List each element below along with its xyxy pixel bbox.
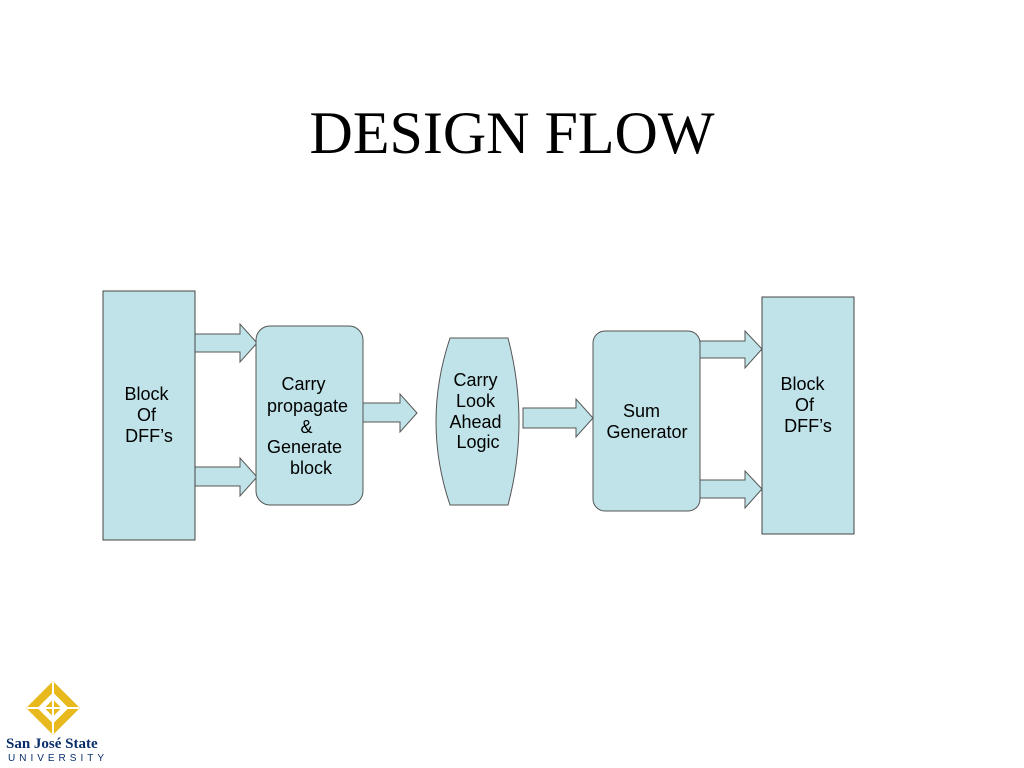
- arrow-sum-generator-to-dff-out-bottom: [699, 469, 763, 510]
- node-sum-generator: Sum Generator: [592, 330, 701, 512]
- arrow-lookahead-to-sum-generator: [522, 397, 594, 439]
- node-dff-in-line-3: DFF’s: [125, 426, 173, 446]
- logo-name: San José State: [6, 736, 98, 752]
- node-dff-out-line-2: Of: [795, 395, 815, 415]
- node-sum-generator-line-1: Sum: [623, 401, 660, 421]
- node-carry-propagate-line-2: propagate: [267, 396, 348, 416]
- node-dff-out: Block Of DFF’s: [761, 296, 855, 535]
- arrow-carry-propagate-to-lookahead: [362, 392, 418, 434]
- node-carry-propagate-line-5: block: [290, 458, 333, 478]
- arrow-dff-in-to-carry-propagate-bottom: [194, 456, 258, 498]
- node-sum-generator-line-2: Generator: [606, 422, 687, 442]
- sjsu-logo-icon: [26, 681, 80, 735]
- svg-text:Sum Generator: Sum Generator: [606, 401, 687, 442]
- node-carry-propagate-line-1: Carry: [281, 374, 325, 394]
- node-carry-propagate: Carry propagate & Generate block: [255, 325, 364, 506]
- node-carry-lookahead-line-4: Logic: [456, 432, 499, 452]
- svg-text:Carry Look Ahead: Carry Look Ahead Logic: [449, 370, 506, 452]
- arrow-dff-in-to-carry-propagate-top: [194, 322, 258, 364]
- edges: [194, 322, 763, 510]
- svg-text:Block Of DFF’s: Block Of DFF’s: [780, 374, 831, 436]
- node-carry-propagate-line-3: &: [300, 417, 312, 437]
- node-carry-lookahead: Carry Look Ahead Logic: [435, 337, 520, 506]
- arrow-sum-generator-to-dff-out-top: [699, 329, 763, 370]
- svg-text:Carry propagate &: Carry propagate & Generate block: [267, 374, 353, 478]
- node-dff-out-line-3: DFF’s: [784, 416, 832, 436]
- svg-text:Block Of DFF’s: Block Of DFF’s: [124, 384, 173, 446]
- node-carry-lookahead-line-2: Look: [456, 391, 496, 411]
- node-carry-lookahead-line-3: Ahead: [449, 412, 501, 432]
- node-carry-propagate-line-4: Generate: [267, 437, 342, 457]
- node-dff-out-line-1: Block: [780, 374, 825, 394]
- node-dff-in-line-1: Block: [124, 384, 169, 404]
- node-dff-in-line-2: Of: [137, 405, 157, 425]
- slide-title: DESIGN FLOW: [309, 100, 715, 166]
- node-dff-in: Block Of DFF’s: [102, 290, 196, 541]
- node-carry-lookahead-line-1: Carry: [453, 370, 497, 390]
- logo-sub: UNIVERSITY: [8, 753, 109, 764]
